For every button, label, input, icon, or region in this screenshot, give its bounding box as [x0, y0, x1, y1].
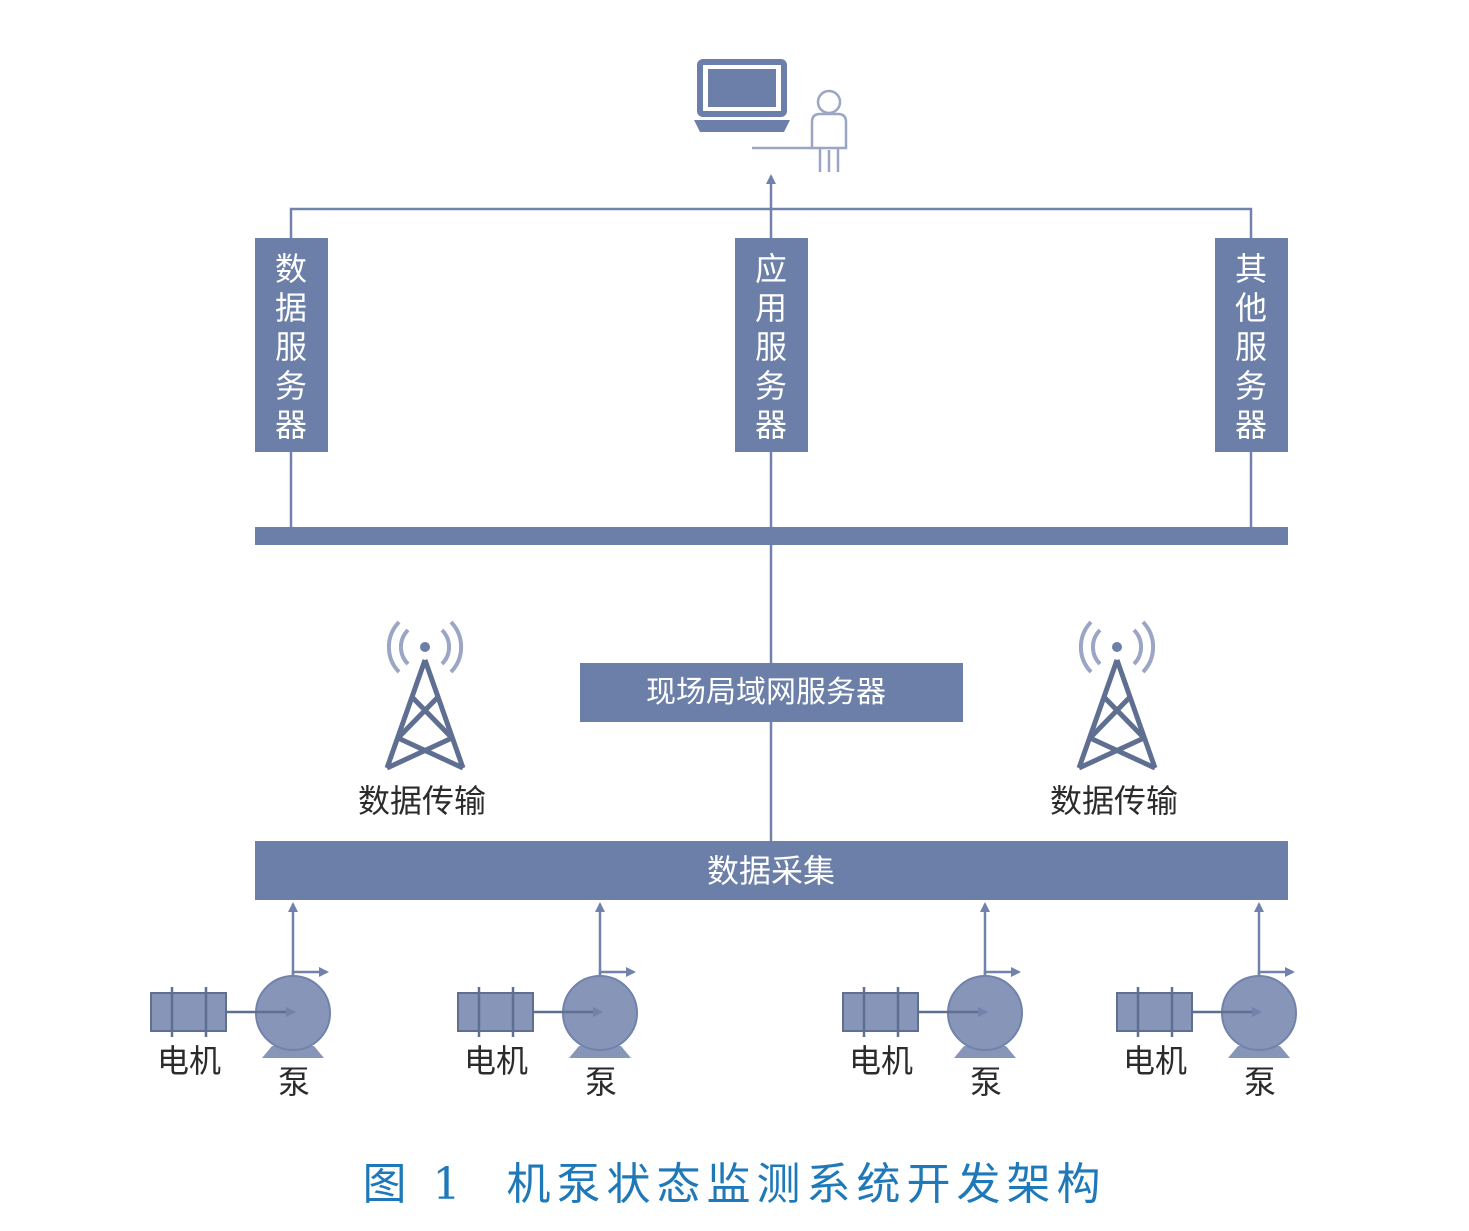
pump-icon [947, 967, 1023, 1058]
motor-icon [150, 987, 227, 1037]
pump-label: 泵 [1244, 1063, 1276, 1101]
pump-label: 泵 [970, 1063, 1002, 1101]
other-server-char: 其 [1235, 250, 1267, 288]
pump-label: 泵 [278, 1063, 310, 1101]
app-server-char: 器 [755, 406, 787, 444]
data-server-char: 数 [275, 250, 307, 288]
app-server-char: 务 [755, 367, 787, 405]
motor-label: 电机 [157, 1042, 221, 1080]
transmission-label: 数据传输 [358, 782, 486, 820]
architecture-diagram: 数 据 服 务 器 应 用 服 务 器 其 他 服 务 器 现场局域网服务器 [150, 59, 1297, 1101]
data-collection-bar: 数据采集 [255, 841, 1288, 900]
user-icon [752, 89, 848, 172]
motor-pump-unit: 电机 泵 [842, 902, 1023, 1101]
data-server-char: 务 [275, 367, 307, 405]
top-connectors [289, 174, 1253, 841]
figure-number: 图 1 [362, 1159, 467, 1210]
other-server-box: 其 他 服 务 器 [1215, 238, 1288, 452]
laptop-icon [694, 59, 790, 132]
pump-icon [1221, 967, 1297, 1058]
network-bus-bar [255, 527, 1288, 545]
motor-label: 电机 [464, 1042, 528, 1080]
motor-icon [1116, 987, 1193, 1037]
antenna-tower-icon [1076, 620, 1158, 771]
figure-caption: 图 1 机泵状态监测系统开发架构 [0, 1148, 1469, 1212]
other-server-char: 服 [1235, 328, 1267, 366]
app-server-box: 应 用 服 务 器 [735, 238, 808, 452]
motor-pump-unit: 电机 泵 [150, 902, 331, 1101]
data-server-char: 服 [275, 328, 307, 366]
motor-label: 电机 [849, 1042, 913, 1080]
motor-icon [842, 987, 919, 1037]
pump-label: 泵 [585, 1063, 617, 1101]
data-collection-label: 数据采集 [707, 852, 835, 890]
app-server-char: 服 [755, 328, 787, 366]
transmission-label: 数据传输 [1050, 782, 1178, 820]
motor-icon [457, 987, 534, 1037]
figure-title: 机泵状态监测系统开发架构 [506, 1159, 1107, 1210]
other-server-char: 器 [1235, 406, 1267, 444]
motor-pump-unit: 电机 泵 [1116, 902, 1297, 1101]
app-server-char: 用 [755, 289, 787, 327]
motor-pump-unit: 电机 泵 [457, 902, 638, 1101]
data-server-char: 据 [275, 289, 307, 327]
motor-label: 电机 [1123, 1042, 1187, 1080]
lan-server-label: 现场局域网服务器 [646, 675, 886, 710]
app-server-char: 应 [755, 250, 787, 288]
other-server-char: 他 [1235, 289, 1267, 327]
antenna-tower-icon [384, 620, 466, 771]
data-server-char: 器 [275, 406, 307, 444]
pump-icon [562, 967, 638, 1058]
pump-icon [255, 967, 331, 1058]
lan-server-box: 现场局域网服务器 [580, 663, 963, 722]
data-server-box: 数 据 服 务 器 [255, 238, 328, 452]
other-server-char: 务 [1235, 367, 1267, 405]
